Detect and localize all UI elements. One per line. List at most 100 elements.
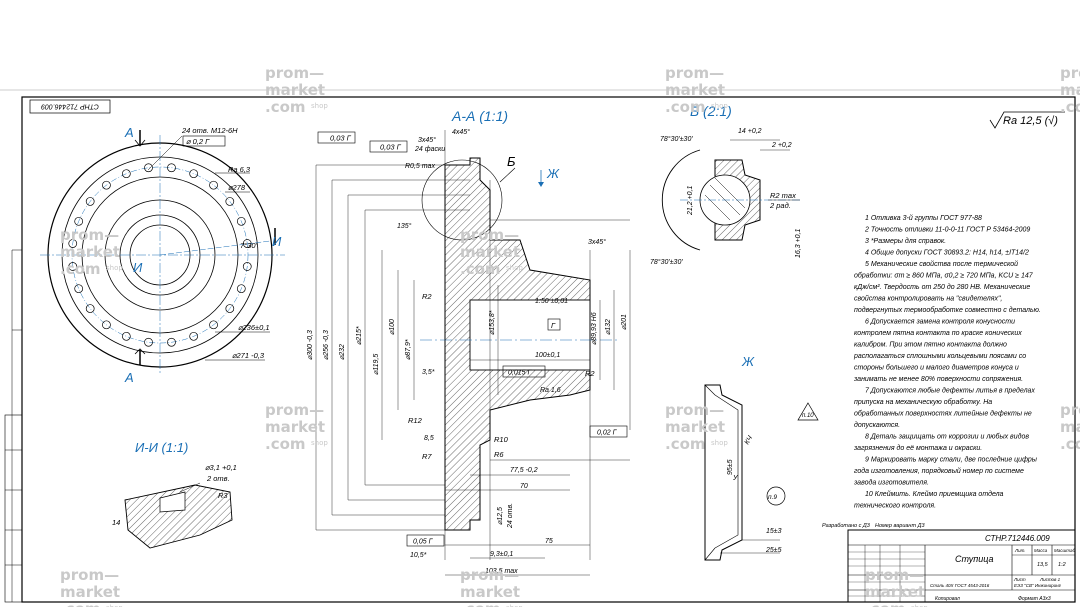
runout-2: 0,03 Г: [380, 143, 402, 152]
watermark-line3: .com: [665, 435, 706, 453]
dim-105: 10,5*: [410, 552, 427, 559]
bolt-hole: [121, 169, 131, 179]
dim-85: 8,5: [424, 435, 434, 442]
dim-d8993: ⌀89,93 H6: [591, 312, 598, 345]
dim-775: 77,5 -0,2: [510, 467, 538, 474]
dim-d215: ⌀215*: [356, 326, 363, 345]
front-view: А А И И 24 отв. М12-6Н ⌀ 0,2 Г Ra 6,3 ⌀2…: [40, 125, 285, 385]
watermark-line2: market: [60, 583, 120, 601]
note-line: 2 Точность отливки 11-0-0-11 ГОСТ Р 5346…: [864, 227, 1030, 234]
section-i-i: И-И (1:1) ⌀3,1 +0,1 2 отв. R3 14: [112, 440, 237, 549]
note-line: кДж/см². Твердость от 250 до 280 НВ. Мех…: [854, 283, 1030, 291]
bolt-hole: [144, 337, 153, 347]
tb-format: Формат А3х3: [1018, 596, 1051, 602]
bolt-hole: [189, 169, 199, 179]
watermark-line2: market: [665, 418, 725, 436]
bolt-hole: [68, 239, 78, 248]
watermark-suffix: shop: [506, 604, 523, 607]
tb-org: ЕЭЗ "СВ" Инжиниринг: [1014, 583, 1062, 588]
view-zh-title: Ж: [741, 354, 755, 369]
note-line: года изготовления, порядковый номер по с…: [854, 467, 1024, 475]
bolt-hole: [144, 163, 153, 173]
bolt-hole: [189, 331, 199, 341]
flatness: 0,015 Г: [508, 370, 532, 377]
chamfer-4x45: 4х45°: [452, 128, 470, 136]
note-line: технического контроля.: [854, 503, 936, 510]
dim-70: 70: [520, 483, 528, 490]
zh-note-10: п.10: [802, 413, 814, 419]
dim-1035: 103,5 max: [485, 568, 518, 575]
section-a-a-title: А-А (1:1): [451, 108, 508, 124]
holes-24: 24 отв.: [507, 503, 514, 529]
dim-100: 100±0,1: [535, 352, 560, 359]
watermark-line3: .com: [1060, 98, 1080, 116]
note-line: свойства контролировать на "свидетелях",: [854, 295, 1002, 303]
detail-dim-163: 16,3 +0,1: [795, 229, 802, 258]
watermark-suffix: shop: [506, 264, 523, 272]
watermark-line1: prom—: [665, 401, 724, 419]
bolt-hole: [209, 180, 218, 190]
watermark-line1: prom—: [865, 566, 924, 584]
watermark-line2: market: [60, 243, 120, 261]
radius-05: R0,5 max: [405, 163, 435, 170]
watermark-line3: .com: [60, 600, 101, 607]
watermark-line2: market: [1060, 81, 1080, 99]
corner-stamp: СТНР 712446.009: [29, 99, 111, 114]
watermark-line3: .com: [265, 435, 306, 453]
radius-r10: R10: [494, 435, 509, 444]
note-line: калибром. При этом пятно контакта должно: [854, 341, 1007, 349]
watermark-line3: .com: [265, 98, 306, 116]
watermark-suffix: shop: [311, 439, 328, 447]
watermark-line1: prom—: [460, 566, 519, 584]
watermark-line2: market: [265, 418, 325, 436]
note-line: располагаться сплошными кольцевыми пояса…: [853, 353, 1026, 360]
note-line: 10 Клеймить. Клеймо приемщика отдела: [865, 490, 1004, 498]
dim-93: 9,3±0,1: [490, 551, 513, 558]
bolt-hole: [74, 216, 84, 226]
cut-label-i-side: И: [272, 234, 282, 249]
section-i-i-title: И-И (1:1): [135, 440, 188, 455]
bolt-holes: [68, 163, 252, 347]
radius-r7: R7: [422, 452, 432, 461]
angle-730: 7°30': [240, 241, 258, 250]
tb-changed: Номер вариант Д3: [875, 523, 925, 529]
bolt-hole: [236, 284, 246, 294]
detail-dim-2: 2 +0,2: [771, 142, 792, 149]
bolt-hole: [68, 262, 78, 271]
bolt-hole: [74, 284, 84, 294]
technical-requirements: 1 Отливка 3-й группы ГОСТ 977-882 Точнос…: [853, 214, 1041, 510]
dim-d132: ⌀132: [605, 319, 612, 335]
runout-3: 0,02 Г: [597, 430, 618, 437]
tb-scale: 1:2: [1058, 562, 1066, 568]
bolt-hole: [225, 197, 235, 206]
watermark-suffix: shop: [911, 604, 928, 607]
zh-ku: КЧ: [744, 435, 755, 446]
note-line: обработки: σт ≥ 860 МПа, σ0,2 ≥ 720 МПа,…: [854, 272, 1034, 280]
dim-278: ⌀278: [228, 183, 246, 192]
tb-code: СТНР.712446.009: [985, 534, 1050, 543]
bolt-hole: [242, 262, 252, 271]
cut-label-a-top: А: [124, 125, 134, 140]
dim-236: ⌀236±0,1: [238, 323, 270, 332]
dim-d256: ⌀256 -0,3: [323, 330, 330, 360]
watermark-line3: .com: [460, 600, 501, 607]
zh-note-9: п.9: [768, 494, 777, 501]
radius-r12: R12: [408, 416, 423, 425]
runout-4: 0,05 Г: [413, 539, 434, 546]
detail-b-marker: Б: [507, 154, 516, 169]
ra-16: Ra 1,6: [540, 387, 561, 394]
note-line: 3 *Размеры для справок.: [865, 237, 946, 245]
ii-holes-count: 2 отв.: [206, 474, 230, 483]
note-line: обработанных поверхностях литейные дефек…: [854, 410, 1032, 418]
zh-dim-95: 95±5: [727, 459, 734, 475]
dim-d1195: ⌀119,5: [373, 354, 380, 375]
holes-label: 24 отв. М12-6Н: [181, 126, 238, 135]
tb-mass-label: Масса: [1034, 548, 1048, 553]
bolt-hole: [102, 320, 111, 330]
